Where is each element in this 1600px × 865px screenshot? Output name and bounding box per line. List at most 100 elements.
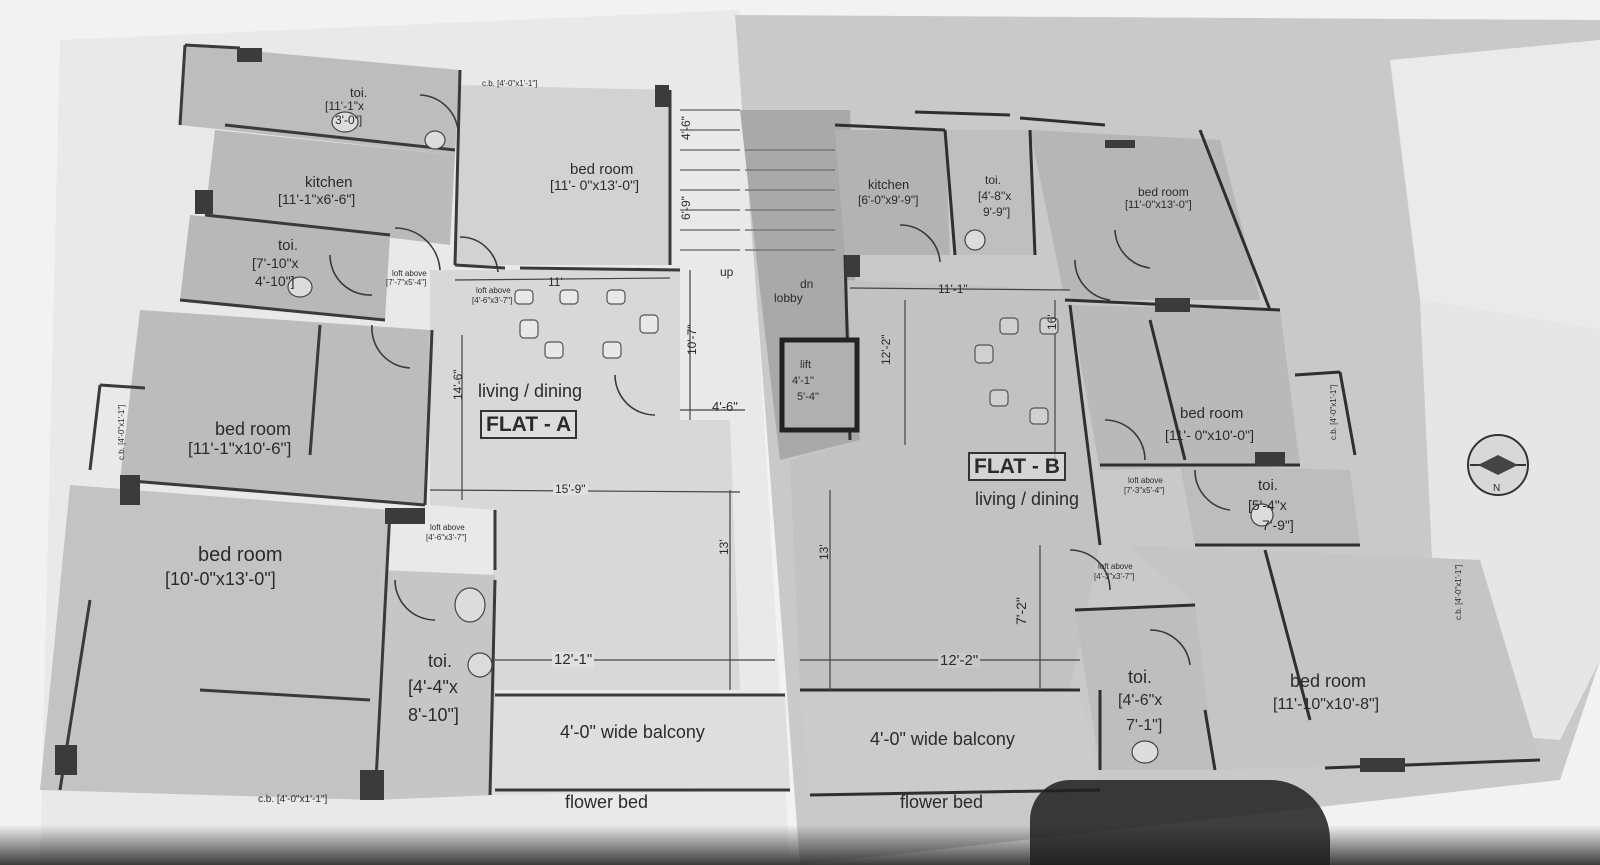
flat-b-bedroom-mid-dim: [11'- 0"x10'-0"] — [1165, 427, 1254, 443]
flat-b-kitchen-name: kitchen — [868, 177, 910, 192]
flat-a-loft3-name: loft above — [430, 523, 465, 532]
flat-b-dim-12-2: 12'-2" — [938, 652, 981, 669]
flat-b-loft1-name: loft above — [1128, 476, 1163, 485]
flat-b-dim-16: 16' — [1045, 314, 1059, 330]
flat-a-toilet-mid-name: toi. — [278, 237, 299, 254]
flat-b-loft2-dim: [4'-3"x3'-7"] — [1094, 572, 1135, 581]
flat-a-toilet-top-name: toi. — [350, 85, 368, 100]
flat-b-title: FLAT - B — [968, 452, 1066, 481]
flat-a-bedroom-top-area — [455, 85, 670, 265]
flat-a-bedroom-top-name: bed room — [570, 161, 634, 178]
flat-a-bedroom-left-name: bed room — [215, 419, 292, 439]
flat-b-loft2-name: loft above — [1098, 562, 1133, 571]
flat-b-kitchen-dim: [6'-0"x9'-9"] — [858, 193, 919, 207]
flat-a-toilet-bottom-area — [375, 570, 495, 800]
flat-a-cb-bottom: c.b. [4'-0"x1'-1"] — [258, 794, 328, 805]
stair-up-label: up — [720, 265, 734, 279]
flat-a-bedroom-left-area — [120, 310, 430, 505]
flat-b-balcony-label: 4'-0" wide balcony — [870, 729, 1015, 749]
flat-b-cb-right2: c.b. [4'-0"x1'-1"] — [1454, 564, 1463, 620]
flat-a-dim-15-9: 15'-9" — [553, 482, 588, 496]
flat-b-living-area — [790, 280, 1100, 690]
flat-a-flower-bed-label: flower bed — [565, 792, 649, 812]
flat-a-dim-10-7: 10'-7" — [685, 324, 699, 355]
lift-shaft — [779, 337, 860, 433]
flat-a-cb-top: c.b. [4'-0"x1'-1"] — [482, 79, 538, 88]
flat-a-loft2-name: loft above — [476, 286, 511, 295]
flat-b-bedroom-bottom-name: bed room — [1290, 671, 1367, 691]
flat-a-bedroom-bottom-name: bed room — [198, 544, 283, 566]
flat-a-balcony-area — [490, 695, 790, 795]
flat-b-dim-13: 13' — [817, 544, 831, 560]
lift-name: lift — [800, 359, 811, 371]
flat-b-loft1-dim: [7'-3"x5'-4"] — [1124, 486, 1165, 495]
flat-a-loft3-dim: [4'-6"x3'-7"] — [426, 533, 467, 542]
flat-b-bedroom-bottom-dim: [11'-10"x10'-8"] — [1273, 696, 1380, 713]
lobby-label: lobby — [774, 291, 803, 305]
flat-b-toilet-mid-dim2: 7'-9"] — [1262, 517, 1294, 533]
flat-b-toilet-bottom-name: toi. — [1128, 667, 1153, 687]
flat-b-toilet-top-area — [945, 130, 1035, 255]
flat-a-bedroom-top-dim: [11'- 0"x13'-0"] — [550, 177, 639, 193]
flat-b-toilet-top-dim1: [4'-8"x — [978, 189, 1012, 203]
photo-shadow-blob — [1030, 780, 1330, 865]
flat-b-bedroom-bottom-area — [1130, 545, 1540, 770]
north-compass — [1467, 434, 1529, 496]
flat-b-toilet-top-dim2: 9'-9"] — [983, 205, 1011, 219]
flat-a-bedroom-bottom-area — [40, 485, 390, 800]
flat-b-toilet-mid-name: toi. — [1258, 477, 1279, 494]
flat-b-toilet-bottom-dim2: 7'-1"] — [1126, 717, 1163, 734]
flat-b-dim-12-2-vertical: 12'-2" — [879, 334, 893, 365]
flat-a-dim-14-6: 14'-6" — [451, 369, 465, 400]
structural-columns — [55, 48, 1405, 800]
flat-a-kitchen-area — [205, 130, 455, 245]
flat-a-dim-4-6-vertical: 4'-6" — [679, 116, 693, 140]
flat-b-toilet-bottom-area — [1075, 605, 1215, 770]
flat-a-dim-11: 11' — [548, 275, 563, 289]
flat-a-walls — [58, 43, 790, 801]
flat-a-bedroom-left-dim: [11'-1"x10'-6"] — [188, 439, 292, 458]
flat-a-dim-13: 13' — [717, 539, 731, 555]
flat-b-bedroom-mid-area — [1070, 305, 1300, 470]
door-swings — [329, 94, 1231, 666]
flat-a-loft2-dim: [4'-6"x3'-7"] — [472, 296, 513, 305]
sanitary-fixtures — [287, 111, 1274, 764]
flat-a-toilet-mid-dim1: [7'-10"x — [252, 255, 299, 271]
flat-a-kitchen-dim: [11'-1"x6'-6"] — [278, 191, 356, 207]
staircase-treads — [680, 109, 835, 251]
lift-dim1: 4'-1" — [792, 375, 814, 387]
dining-furniture — [514, 289, 1059, 425]
flat-a-bedroom-bottom-dim: [10'-0"x13'-0"] — [165, 569, 276, 589]
flat-a-cb-left: c.b. [4'-0"x1'-1"] — [117, 404, 126, 460]
flat-a-living-label: living / dining — [478, 381, 583, 401]
flat-a-loft1-dim: [7'-7"x5'-4"] — [386, 278, 427, 287]
right-sheet-top-light — [1390, 40, 1600, 330]
flat-a-toilet-bottom-dim1: [4'-4"x — [408, 677, 458, 697]
flat-b-cb-right: c.b. [4'-0"x1'-1"] — [1329, 384, 1338, 440]
flat-b-toilet-mid-area — [1180, 465, 1360, 545]
flat-b-bedroom-top-name: bed room — [1138, 185, 1189, 199]
north-label: N — [1493, 483, 1501, 494]
flat-b-dim-7-2: 7'-2" — [1013, 597, 1029, 625]
flat-b-flower-bed-label: flower bed — [900, 792, 984, 812]
flat-a-dim-12-1: 12'-1" — [552, 651, 595, 668]
flat-a-toilet-top-dim1: [11'-1"x — [325, 99, 365, 113]
stair-down-label: dn — [800, 277, 814, 291]
flat-a-living-area — [430, 270, 740, 690]
photo-shadow-bottom — [0, 825, 1600, 865]
flat-a-dim-6-9: 6'-9" — [679, 196, 693, 220]
flat-b-toilet-bottom-dim1: [4'-6"x — [1118, 692, 1163, 709]
flat-b-bedroom-top-area — [1030, 130, 1260, 300]
flat-b-bedroom-mid-name: bed room — [1180, 405, 1244, 422]
flat-a-loft1-name: loft above — [392, 269, 427, 278]
lift-dim2: 5'-4" — [797, 391, 819, 403]
flat-a-dim-4-6: 4'-6" — [712, 399, 738, 414]
flat-a-balcony-label: 4'-0" wide balcony — [560, 722, 705, 742]
flat-a-kitchen-name: kitchen — [305, 174, 353, 191]
flat-b-kitchen-area — [835, 130, 950, 255]
flat-b-toilet-mid-dim1: [5'-4"x — [1248, 497, 1287, 513]
flat-b-toilet-top-name: toi. — [985, 173, 1002, 187]
flat-b-dim-11-1: 11'-1" — [938, 282, 968, 296]
